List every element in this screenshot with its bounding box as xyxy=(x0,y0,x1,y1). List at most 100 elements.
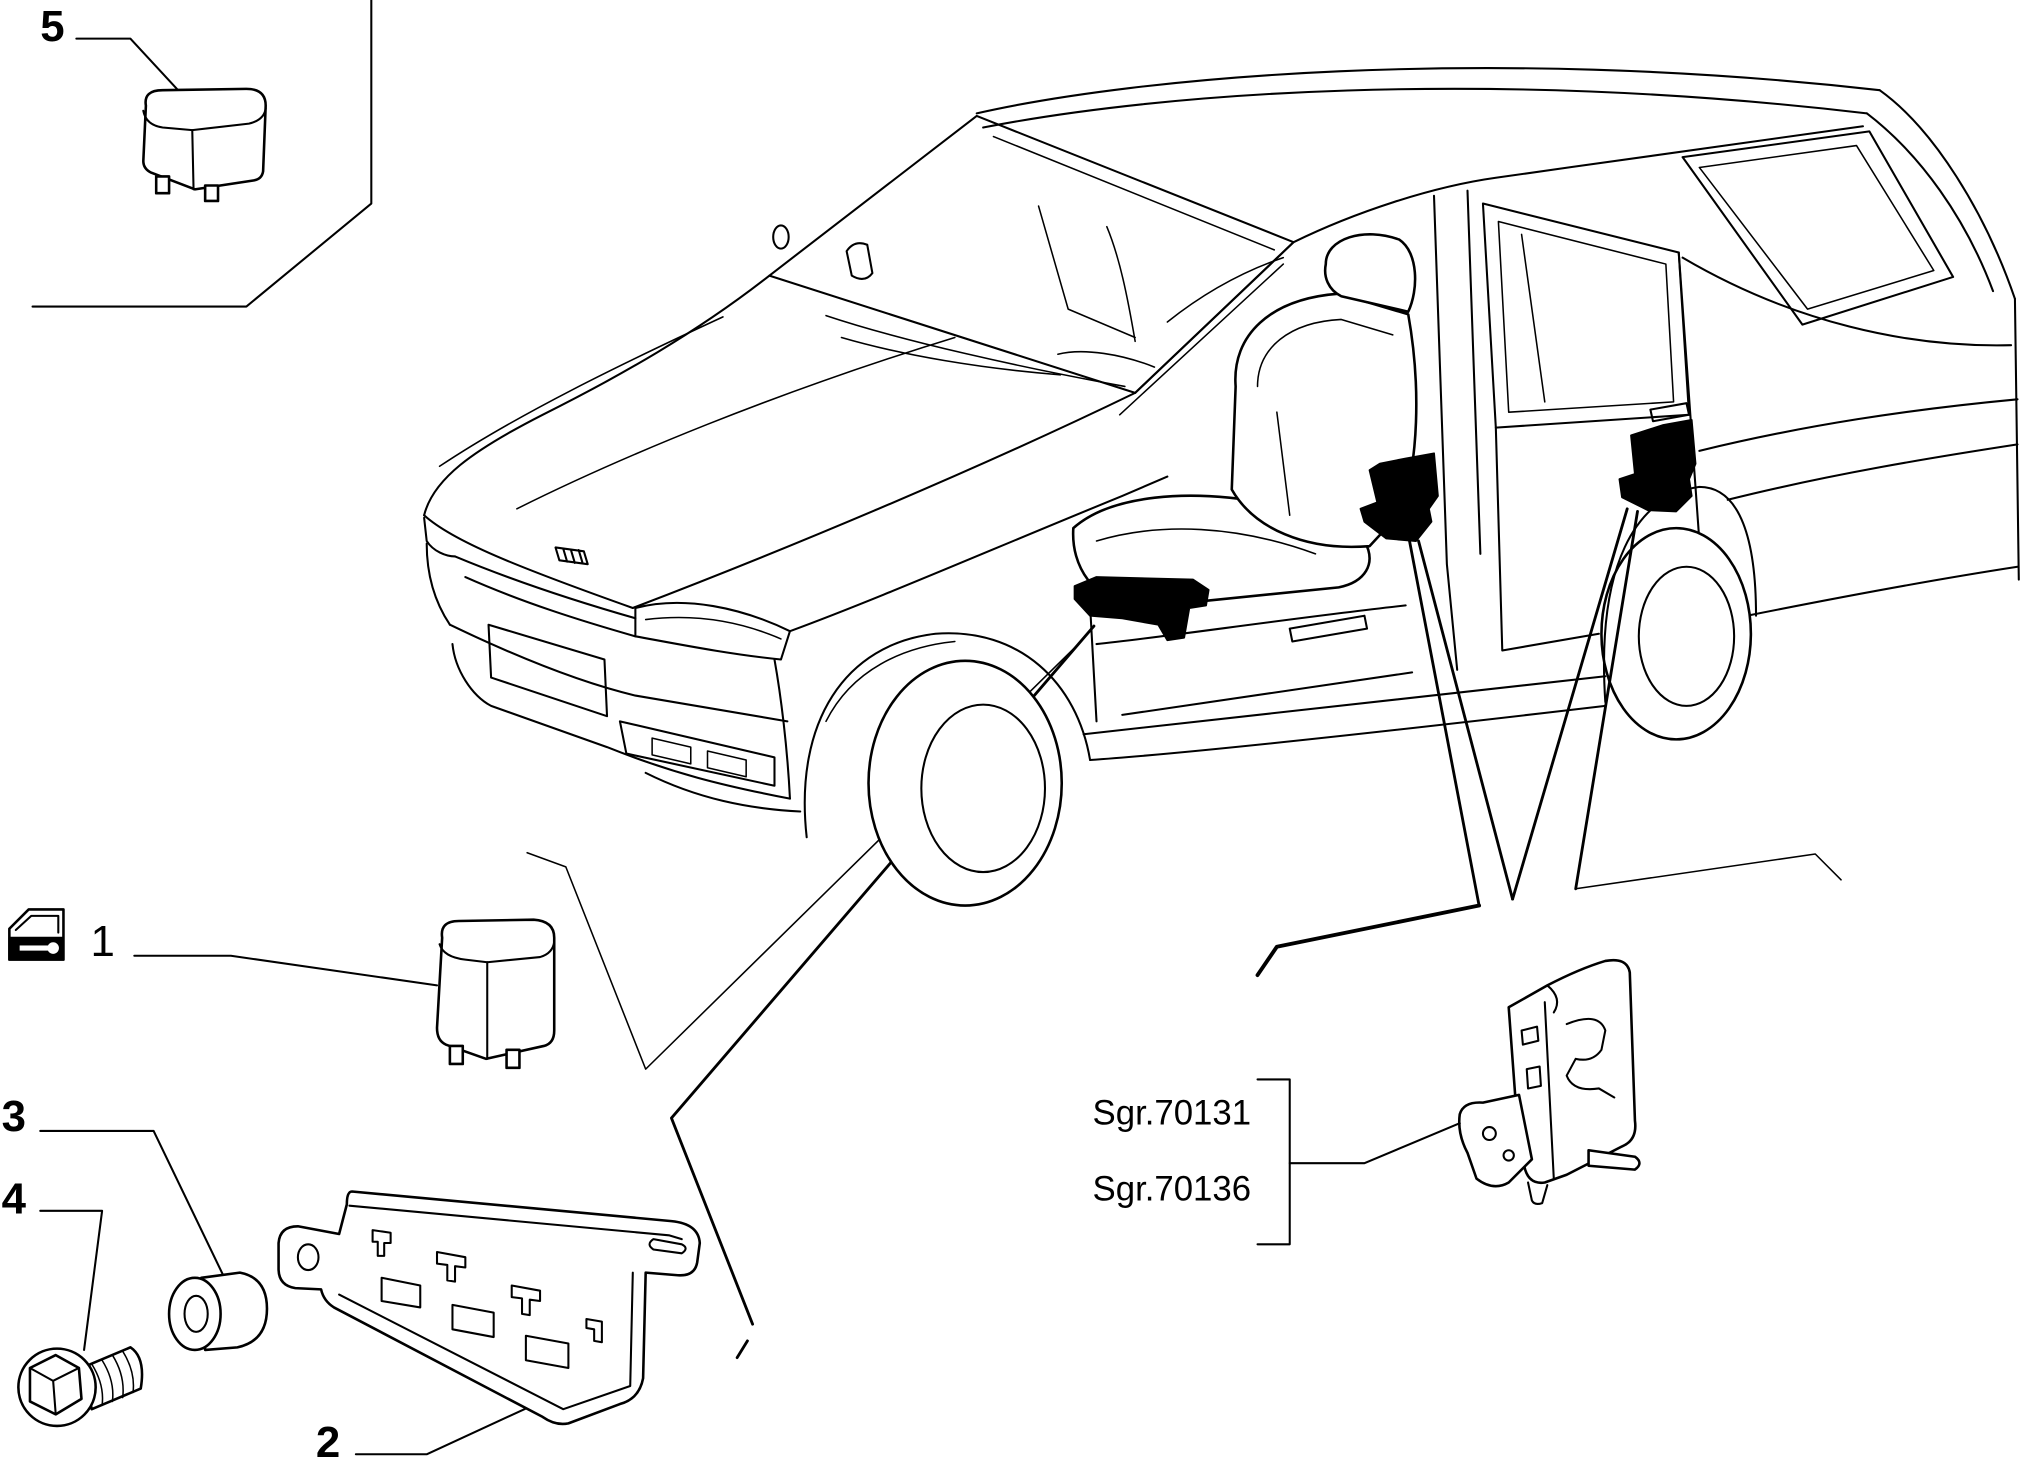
reference-code-2: Sgr.70136 xyxy=(1093,1171,1252,1209)
lock-group-frame-right xyxy=(1574,853,1842,890)
relay-5-pin xyxy=(203,184,220,203)
callout-4: 4 xyxy=(2,1174,27,1223)
lock-plate-edge xyxy=(1543,1001,1555,1180)
rear-belt-line xyxy=(1681,256,2013,347)
far-door-pillar xyxy=(1037,205,1136,339)
bracket-outline xyxy=(277,1190,702,1426)
rear-lock-highlight xyxy=(1618,418,1697,513)
front-wheel xyxy=(803,632,1092,907)
front-tire xyxy=(867,659,1064,907)
front-lock-highlight xyxy=(1073,576,1210,642)
bumper-lower xyxy=(451,643,791,800)
rear-door-lower xyxy=(1494,426,1600,652)
fog-lights xyxy=(651,737,747,778)
car-windshield xyxy=(768,114,1295,394)
relay-5-pin xyxy=(154,175,171,195)
rear-lower-body xyxy=(1745,565,2019,617)
car-illustration xyxy=(423,67,2020,907)
reference-leader-line xyxy=(1288,1122,1461,1165)
bumper-top xyxy=(448,623,789,723)
rear-door-handle xyxy=(1649,402,1691,423)
door-opening-floor xyxy=(1095,604,1407,646)
rear-quarter-window xyxy=(1681,130,1955,326)
dashboard-lower xyxy=(840,336,1062,376)
seat-backrest-seams xyxy=(1256,318,1394,517)
lock-latch-cutout xyxy=(1565,1017,1616,1099)
relay-5-corner-edge xyxy=(191,129,195,191)
seat-backrest xyxy=(1230,292,1418,549)
front-lock-frame-line xyxy=(526,640,1082,1070)
bumper-near-corner xyxy=(773,658,791,800)
bushing-flange xyxy=(167,1276,222,1352)
hood-near-edge xyxy=(631,391,1137,610)
bumper-corner xyxy=(425,542,451,626)
bushing-hole xyxy=(183,1294,209,1333)
reference-code-1: Sgr.70131 xyxy=(1093,1095,1252,1133)
hood-far-edge xyxy=(423,274,771,517)
rear-end xyxy=(2013,297,2020,581)
rear-tire xyxy=(1600,526,1753,741)
roof-rear-rail xyxy=(1865,112,1995,293)
side-sill-lower xyxy=(1089,704,1607,762)
front-arch-lip xyxy=(825,640,956,723)
lock-bottom-tab xyxy=(1526,1181,1549,1205)
front-rim xyxy=(920,703,1047,874)
seat-headrest xyxy=(1323,233,1417,314)
bracket-tab-cutout xyxy=(510,1284,542,1317)
bolt-hex-faces xyxy=(28,1366,80,1416)
middle-lock-leader-a xyxy=(1408,539,1481,907)
hood-center-crease xyxy=(516,336,956,510)
middle-lock-leader-b xyxy=(1417,539,1514,901)
lock-bracket-hole xyxy=(1481,1126,1497,1142)
far-headlight xyxy=(423,516,457,558)
front-door-opening xyxy=(1089,241,1414,723)
rear-rim xyxy=(1637,565,1736,707)
far-seat-edge xyxy=(1106,225,1136,343)
relay-1-pin xyxy=(448,1044,465,1066)
door-lock-assembly xyxy=(1457,958,1641,1205)
front-seat xyxy=(1071,233,1418,610)
bolt-threads xyxy=(91,1350,135,1407)
bracket-slot xyxy=(648,1238,687,1255)
bracket-part-2 xyxy=(277,1190,702,1426)
rear-door xyxy=(1481,202,1701,652)
rear-quarter xyxy=(1681,130,2020,617)
rear-door-rear-edge xyxy=(1677,251,1701,543)
rear-lock-leader-a xyxy=(1511,507,1629,901)
bolt-part-4 xyxy=(17,1346,144,1428)
b-pillar xyxy=(1432,189,1482,671)
callout-1: 1 xyxy=(91,917,115,966)
lower-air-intake xyxy=(618,720,776,787)
rear-quarter-window-inner xyxy=(1698,144,1935,310)
bracket-tab-cutout xyxy=(435,1251,467,1283)
callout-5: 5 xyxy=(40,2,64,51)
inset-frame-line xyxy=(31,0,373,308)
rear-wheel-arch xyxy=(1603,485,1758,704)
bracket-inner-edge xyxy=(338,1204,683,1411)
roof-rail xyxy=(982,87,1868,129)
side-sill-upper xyxy=(1082,675,1607,736)
car-hood xyxy=(423,274,1137,610)
leader-line-2 xyxy=(354,1406,529,1456)
door-sill xyxy=(1121,671,1414,716)
bracket-square-hole xyxy=(524,1334,570,1369)
bracket-square-hole xyxy=(380,1276,422,1309)
roof-top-edge xyxy=(975,67,1881,115)
lock-top-curve xyxy=(1546,984,1559,1014)
bolt-shaft xyxy=(80,1346,144,1411)
lock-rod xyxy=(1587,1148,1641,1171)
door-front-edge xyxy=(1089,604,1098,723)
rear-door-window-inner xyxy=(1497,220,1675,413)
far-door-line xyxy=(1166,256,1285,323)
lock-group-frame-left xyxy=(1255,903,1482,978)
relay-part-1 xyxy=(435,918,556,1070)
bracket-square-hole xyxy=(451,1303,495,1339)
relay-part-5 xyxy=(142,87,267,203)
lock-housing xyxy=(1507,958,1637,1185)
near-a-pillar-inner xyxy=(1118,263,1285,416)
bracket-tab-cutout xyxy=(585,1317,603,1344)
hood-far-crease xyxy=(438,316,724,468)
sill-catch xyxy=(1288,614,1369,643)
door-key-icon xyxy=(8,908,65,961)
